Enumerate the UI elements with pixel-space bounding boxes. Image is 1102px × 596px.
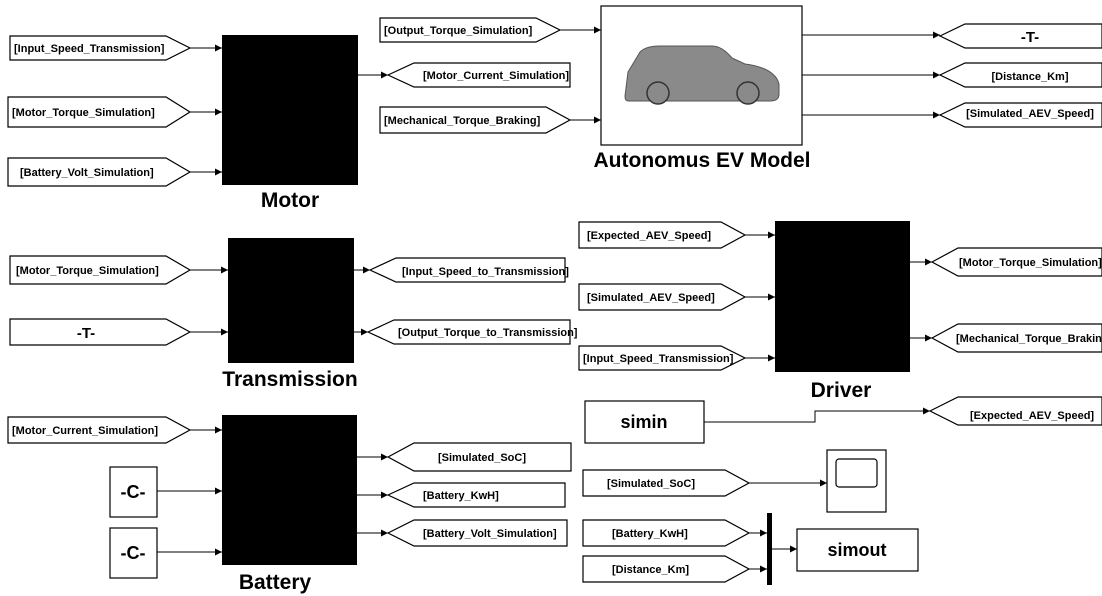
svg-text:[Input_Speed_Transmission]: [Input_Speed_Transmission] — [583, 353, 734, 365]
motor-block-label: Motor — [261, 189, 319, 212]
svg-text:[Battery_Volt_Simulation]: [Battery_Volt_Simulation] — [20, 167, 154, 179]
svg-text:[Simulated_SoC]: [Simulated_SoC] — [438, 452, 526, 464]
scope-block[interactable] — [826, 449, 887, 513]
constant-block-1[interactable]: -C- — [109, 466, 158, 518]
svg-text:-T-: -T- — [77, 325, 95, 342]
from-tag-motor-torque-simulation[interactable]: [Motor_Torque_Simulation] — [7, 96, 192, 128]
svg-text:[Motor_Torque_Simulation]: [Motor_Torque_Simulation] — [959, 257, 1102, 269]
svg-text:[Motor_Torque_Simulation]: [Motor_Torque_Simulation] — [16, 265, 159, 277]
svg-text:[Input_Speed_Transmission]: [Input_Speed_Transmission] — [14, 43, 165, 55]
goto-tag-simulated-soc[interactable]: [Simulated_SoC] — [386, 442, 572, 472]
from-tag-expected-aev-speed[interactable]: [Expected_AEV_Speed] — [578, 221, 747, 249]
svg-text:[Motor_Torque_Simulation]: [Motor_Torque_Simulation] — [12, 107, 155, 119]
from-tag-battery-volt-simulation[interactable]: [Battery_Volt_Simulation] — [7, 157, 192, 187]
goto-tag-expected-aev-speed[interactable]: [Expected_AEV_Speed] — [928, 396, 1102, 426]
transmission-block-label: Transmission — [222, 368, 357, 391]
mux-block[interactable] — [767, 513, 772, 585]
svg-text:[Distance_Km]: [Distance_Km] — [612, 564, 689, 576]
transmission-block[interactable] — [228, 238, 354, 363]
from-tag-input-speed-transmission[interactable]: [Input_Speed_Transmission] — [9, 35, 192, 61]
simin-block[interactable]: simin — [584, 400, 705, 444]
from-tag-simulated-aev-speed[interactable]: [Simulated_AEV_Speed] — [578, 283, 747, 311]
from-tag-distance-km[interactable]: [Distance_Km] — [582, 555, 751, 583]
driver-block[interactable] — [775, 221, 910, 372]
svg-text:simin: simin — [620, 412, 667, 432]
svg-text:[Battery_KwH]: [Battery_KwH] — [423, 490, 499, 502]
svg-text:[Mechanical_Torque_Braking]: [Mechanical_Torque_Braking] — [384, 115, 541, 127]
from-tag-output-torque-simulation[interactable]: [Output_Torque_Simulation] — [379, 17, 562, 43]
goto-tag-simulated-aev-speed[interactable]: [Simulated_AEV_Speed] — [938, 102, 1102, 128]
goto-tag-motor-current-simulation[interactable]: [Motor_Current_Simulation] — [386, 62, 571, 88]
from-tag-t[interactable]: -T- — [9, 318, 192, 346]
svg-text:-C-: -C- — [121, 482, 146, 502]
from-tag-mechanical-torque-braking[interactable]: [Mechanical_Torque_Braking] — [379, 106, 572, 134]
goto-tag-battery-kwh[interactable]: [Battery_KwH] — [386, 482, 566, 508]
svg-text:[Output_Torque_to_Transmission: [Output_Torque_to_Transmission] — [398, 327, 578, 339]
goto-tag-motor-torque-simulation[interactable]: [Motor_Torque_Simulation] — [930, 247, 1102, 277]
ev-model-block-label: Autonomus EV Model — [594, 149, 811, 172]
constant-block-2[interactable]: -C- — [109, 527, 158, 579]
driver-block-label: Driver — [811, 379, 872, 402]
svg-text:[Expected_AEV_Speed]: [Expected_AEV_Speed] — [587, 230, 711, 242]
scope-screen-icon — [835, 458, 878, 488]
ev-model-block[interactable] — [600, 5, 803, 146]
from-tag-input-speed-transmission-2[interactable]: [Input_Speed_Transmission] — [578, 345, 747, 371]
goto-tag-battery-volt-simulation[interactable]: [Battery_Volt_Simulation] — [386, 519, 568, 547]
svg-text:simout: simout — [827, 540, 886, 560]
svg-text:[Simulated_AEV_Speed]: [Simulated_AEV_Speed] — [587, 292, 715, 304]
svg-text:[Expected_AEV_Speed]: [Expected_AEV_Speed] — [970, 410, 1094, 422]
goto-tag-mechanical-torque-braking[interactable]: [Mechanical_Torque_Braking] — [930, 323, 1102, 353]
svg-text:[Simulated_AEV_Speed]: [Simulated_AEV_Speed] — [966, 108, 1094, 120]
from-tag-motor-torque-simulation-2[interactable]: [Motor_Torque_Simulation] — [9, 255, 192, 285]
svg-text:[Motor_Current_Simulation]: [Motor_Current_Simulation] — [12, 425, 158, 437]
svg-text:[Battery_Volt_Simulation]: [Battery_Volt_Simulation] — [423, 528, 557, 540]
simout-block[interactable]: simout — [796, 528, 919, 572]
goto-tag-output-torque-to-transmission[interactable]: [Output_Torque_to_Transmission] — [366, 319, 578, 345]
from-tag-motor-current-simulation[interactable]: [Motor_Current_Simulation] — [7, 416, 192, 444]
svg-text:[Mechanical_Torque_Braking]: [Mechanical_Torque_Braking] — [956, 333, 1102, 345]
car-icon — [624, 45, 780, 105]
svg-text:-C-: -C- — [121, 543, 146, 563]
svg-text:[Battery_KwH]: [Battery_KwH] — [612, 528, 688, 540]
battery-block[interactable] — [222, 415, 357, 565]
svg-text:-T-: -T- — [1021, 29, 1039, 46]
svg-text:[Distance_Km]: [Distance_Km] — [991, 71, 1068, 83]
from-tag-battery-kwh[interactable]: [Battery_KwH] — [582, 519, 751, 547]
goto-tag-input-speed-to-transmission[interactable]: [Input_Speed_to_Transmission] — [368, 257, 569, 283]
wire — [704, 407, 930, 423]
svg-text:[Motor_Current_Simulation]: [Motor_Current_Simulation] — [423, 70, 569, 82]
goto-tag-distance-km[interactable]: [Distance_Km] — [938, 62, 1102, 88]
motor-block[interactable] — [222, 35, 358, 185]
svg-text:[Output_Torque_Simulation]: [Output_Torque_Simulation] — [384, 25, 533, 37]
battery-block-label: Battery — [239, 571, 312, 594]
from-tag-simulated-soc[interactable]: [Simulated_SoC] — [582, 469, 751, 497]
svg-text:[Simulated_SoC]: [Simulated_SoC] — [607, 478, 695, 490]
goto-tag-t[interactable]: -T- — [938, 23, 1102, 49]
svg-text:[Input_Speed_to_Transmission]: [Input_Speed_to_Transmission] — [402, 266, 569, 278]
